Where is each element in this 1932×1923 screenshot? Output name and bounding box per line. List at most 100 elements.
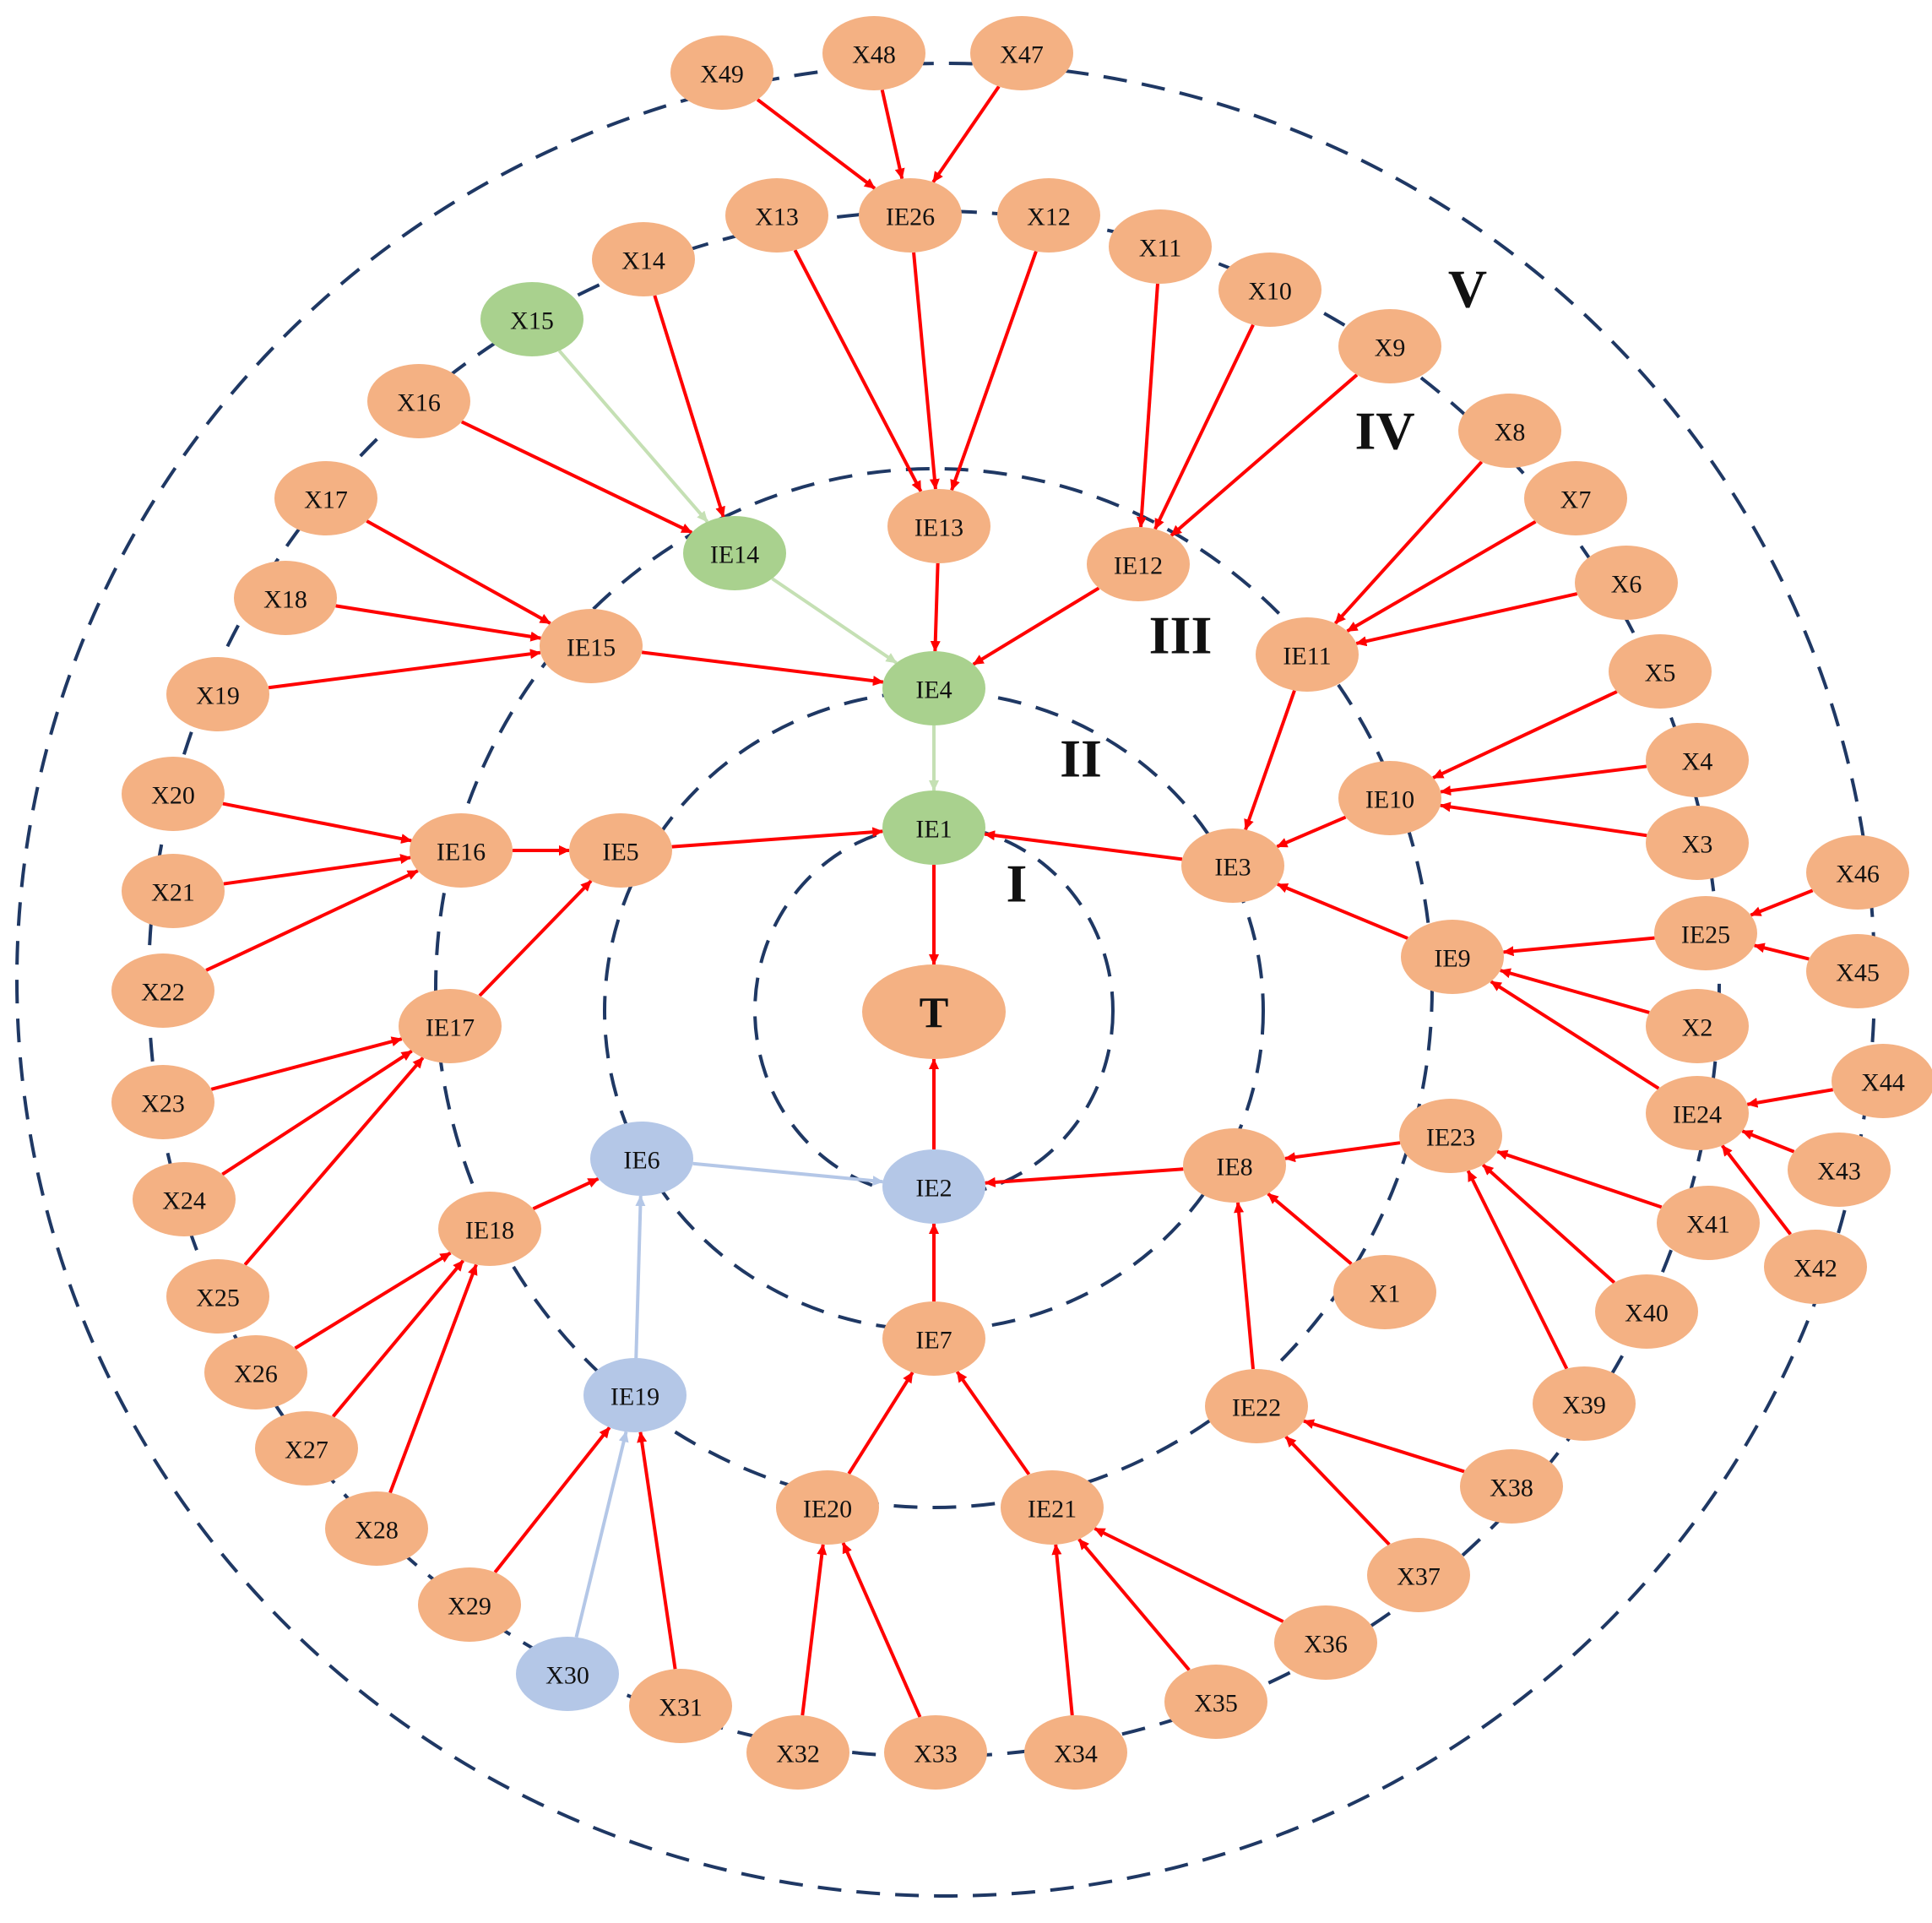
node-label-x33: X33 — [914, 1741, 958, 1768]
node-x49: X49 — [670, 35, 773, 110]
node-ie19: IE19 — [583, 1358, 687, 1432]
node-shape-x13 — [725, 178, 828, 253]
node-shape-ie2 — [882, 1149, 985, 1224]
node-x23: X23 — [111, 1065, 214, 1139]
node-ie8: IE8 — [1183, 1128, 1286, 1203]
node-shape-ie3 — [1181, 828, 1284, 903]
edge-x30-to-ie19 — [574, 1431, 629, 1638]
node-shape-x6 — [1575, 546, 1678, 620]
node-label-x12: X12 — [1027, 204, 1071, 231]
node-x11: X11 — [1109, 209, 1212, 284]
node-x45: X45 — [1806, 934, 1909, 1008]
node-shape-x42 — [1764, 1230, 1867, 1304]
node-shape-ie6 — [590, 1122, 693, 1196]
edge-ie21-to-ie7 — [955, 1371, 1031, 1475]
node-label-x6: X6 — [1611, 571, 1642, 599]
node-label-x28: X28 — [355, 1517, 399, 1545]
edge-ie6-to-ie2 — [692, 1161, 884, 1187]
node-label-ie7: IE7 — [915, 1327, 952, 1355]
node-shape-ie20 — [776, 1470, 879, 1545]
node-label-ie14: IE14 — [710, 541, 759, 569]
node-shape-ie26 — [859, 178, 962, 253]
node-shape-x12 — [997, 178, 1100, 253]
edge-x7-to-ie11 — [1346, 519, 1537, 633]
node-shape-x15 — [480, 282, 583, 356]
node-shape-t — [862, 964, 1006, 1059]
node-shape-x38 — [1460, 1449, 1563, 1524]
edge-x18-to-ie15 — [335, 604, 542, 642]
edge-x15-to-ie14 — [557, 350, 709, 523]
node-label-ie17: IE17 — [426, 1014, 475, 1042]
node-shape-x17 — [274, 461, 377, 535]
edge-x14-to-ie14 — [653, 295, 725, 519]
node-x28: X28 — [325, 1491, 428, 1566]
edge-x31-to-ie19 — [637, 1431, 677, 1670]
node-x43: X43 — [1788, 1133, 1891, 1207]
edge-x20-to-ie16 — [222, 801, 413, 845]
node-shape-x45 — [1806, 934, 1909, 1008]
node-shape-ie21 — [1001, 1470, 1104, 1545]
node-shape-x49 — [670, 35, 773, 110]
node-ie24: IE24 — [1646, 1076, 1749, 1150]
node-label-x5: X5 — [1645, 660, 1676, 687]
edge-ie5-to-ie1 — [671, 827, 884, 849]
edge-x21-to-ie16 — [223, 854, 412, 886]
edge-x6-to-ie11 — [1355, 592, 1578, 647]
edge-x4-to-ie10 — [1440, 764, 1647, 796]
node-shape-x40 — [1595, 1274, 1698, 1349]
node-x9: X9 — [1338, 309, 1441, 383]
node-label-x19: X19 — [196, 682, 240, 710]
node-shape-x43 — [1788, 1133, 1891, 1207]
node-label-ie3: IE3 — [1214, 854, 1251, 882]
edge-x49-to-ie26 — [756, 98, 876, 190]
node-x25: X25 — [166, 1259, 269, 1334]
node-label-x17: X17 — [304, 486, 348, 514]
node-label-ie19: IE19 — [611, 1383, 659, 1411]
node-label-x23: X23 — [141, 1090, 185, 1118]
node-x1: X1 — [1333, 1255, 1436, 1329]
node-label-x38: X38 — [1490, 1475, 1533, 1502]
node-ie3: IE3 — [1181, 828, 1284, 903]
edge-x44-to-ie24 — [1746, 1088, 1834, 1108]
node-x6: X6 — [1575, 546, 1678, 620]
edge-x41-to-ie23 — [1496, 1149, 1663, 1209]
node-ie14: IE14 — [683, 516, 786, 590]
edge-x40-to-ie23 — [1481, 1163, 1616, 1285]
edge-ie24-to-ie9 — [1490, 980, 1660, 1090]
node-label-x31: X31 — [659, 1694, 703, 1722]
node-label-x40: X40 — [1625, 1300, 1669, 1328]
node-label-x22: X22 — [141, 979, 185, 1007]
node-shape-ie10 — [1338, 761, 1441, 835]
node-x31: X31 — [629, 1669, 732, 1743]
node-label-x26: X26 — [234, 1361, 278, 1388]
node-label-x46: X46 — [1836, 861, 1880, 888]
node-label-x15: X15 — [510, 307, 554, 335]
node-label-x21: X21 — [151, 879, 195, 907]
node-shape-x9 — [1338, 309, 1441, 383]
edge-x27-to-ie18 — [331, 1259, 465, 1418]
node-shape-ie19 — [583, 1358, 687, 1432]
node-label-ie16: IE16 — [437, 839, 486, 866]
node-label-ie22: IE22 — [1232, 1394, 1281, 1422]
node-label-x32: X32 — [776, 1741, 820, 1768]
edge-ie22-to-ie8 — [1234, 1201, 1255, 1370]
node-x38: X38 — [1460, 1449, 1563, 1524]
edge-ie15-to-ie4 — [641, 650, 884, 687]
node-x30: X30 — [516, 1637, 619, 1711]
node-label-x39: X39 — [1562, 1392, 1606, 1420]
node-x37: X37 — [1367, 1538, 1470, 1612]
node-label-x48: X48 — [852, 41, 896, 69]
node-shape-x19 — [166, 657, 269, 731]
node-label-x4: X4 — [1682, 748, 1713, 776]
node-x27: X27 — [255, 1411, 358, 1486]
node-label-x42: X42 — [1794, 1255, 1837, 1283]
node-shape-x4 — [1646, 723, 1749, 797]
node-label-t: T — [920, 990, 949, 1038]
node-label-ie13: IE13 — [914, 514, 963, 542]
node-shape-ie16 — [410, 813, 513, 888]
node-label-x11: X11 — [1139, 235, 1182, 263]
node-ie11: IE11 — [1256, 617, 1359, 692]
edge-x19-to-ie15 — [268, 649, 541, 690]
ring-label-3: III — [1149, 606, 1213, 665]
node-shape-x36 — [1274, 1605, 1377, 1680]
